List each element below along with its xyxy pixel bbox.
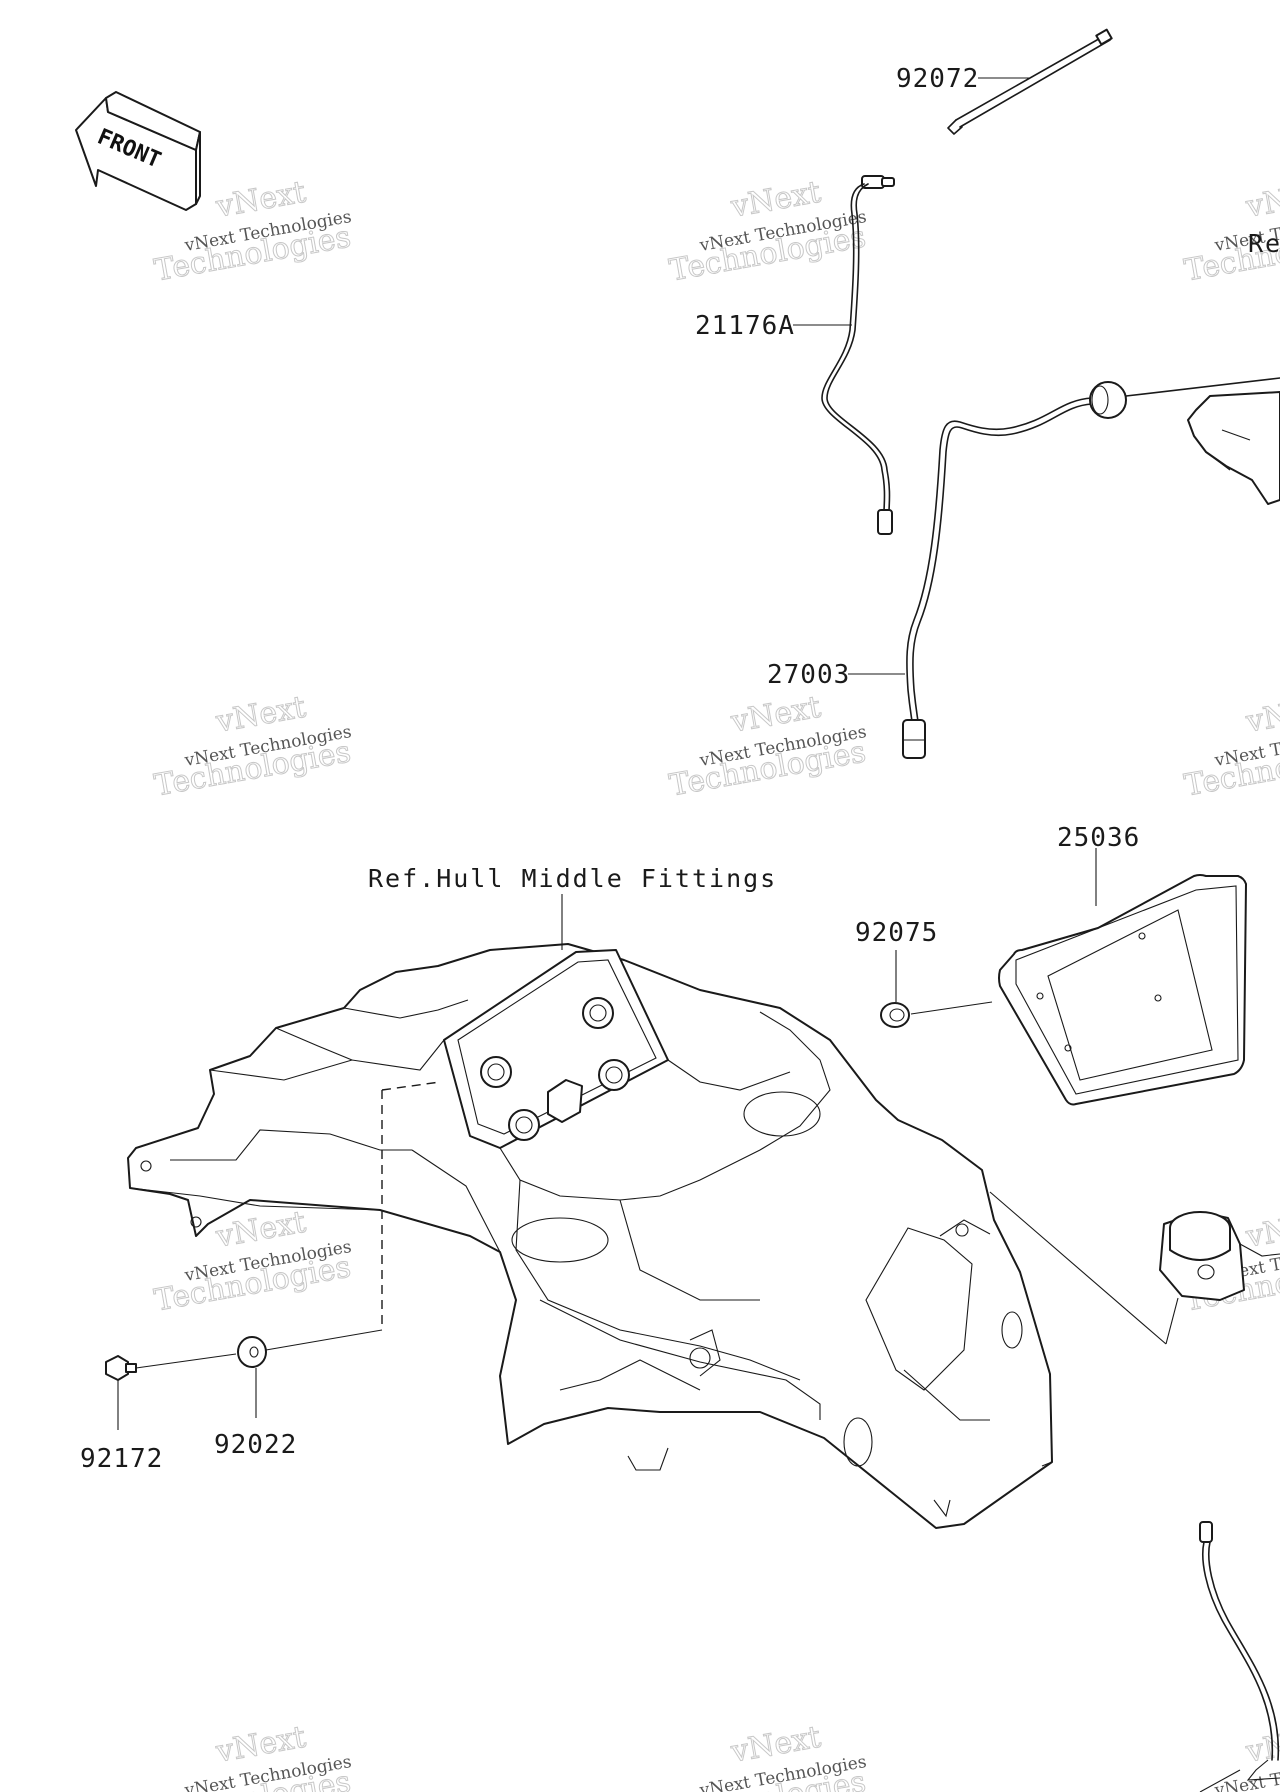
tie-strap: 92072 [896, 28, 1113, 135]
watermark-top: vNext [1243, 175, 1280, 225]
part-number-92075: 92075 [855, 918, 938, 948]
part-number-21176a: 21176A [695, 311, 795, 341]
partial-component-top-right: Re [1187, 229, 1280, 505]
reference-hull-middle: Ref.Hull Middle Fittings [368, 864, 777, 950]
switch-knob-right [989, 1191, 1280, 1345]
grommet-92075: 92075 [855, 918, 993, 1028]
part-number-92022: 92022 [214, 1430, 297, 1460]
front-arrow-icon: FRONT [75, 91, 201, 211]
watermark-top: vNext [1243, 1205, 1280, 1255]
harness-27003: 27003 [767, 377, 1280, 759]
part-number-27003: 27003 [767, 660, 850, 690]
watermark-top: vNext [1243, 1720, 1280, 1770]
washer-92022: 92022 [214, 1329, 383, 1460]
bolt-92172: 92172 [80, 1353, 237, 1474]
part-number-92172: 92172 [80, 1444, 163, 1474]
cable-lower-right [1199, 1521, 1280, 1792]
reference-hull-middle-label: Ref.Hull Middle Fittings [368, 864, 777, 893]
meter-assembly-25036: 25036 [998, 823, 1247, 1106]
wire-21176a: 21176A [695, 175, 895, 535]
watermark-top: vNext [1243, 690, 1280, 740]
part-number-92072: 92072 [896, 64, 979, 94]
hull-deck-body [127, 943, 1053, 1529]
reference-right-edge: Re [1248, 229, 1280, 258]
part-number-25036: 25036 [1057, 823, 1140, 853]
